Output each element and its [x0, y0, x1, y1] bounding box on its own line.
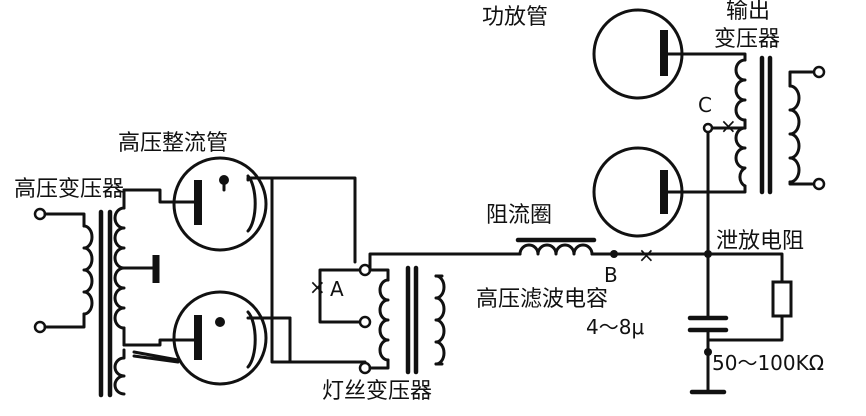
point-a-label: A	[330, 277, 344, 301]
output-transformer: ×	[702, 55, 826, 256]
power-tube-bottom	[592, 146, 747, 238]
svg-text:×: ×	[309, 275, 326, 299]
hv-transformer-primary	[33, 207, 94, 334]
filament-transformer-label: 灯丝变压器	[322, 379, 432, 404]
filament-wiring	[268, 176, 367, 370]
point-c-label: C	[698, 93, 712, 117]
cap-value-label: 4～8μ	[586, 315, 644, 339]
filament-transformer: ×	[309, 263, 446, 375]
power-tube-top	[592, 8, 747, 100]
svg-text:×: ×	[720, 114, 737, 138]
svg-text:×: ×	[638, 243, 655, 267]
bleeder-resistor-label: 泄放电阻	[716, 229, 804, 254]
output-transformer-label-2: 变压器	[714, 27, 780, 52]
resistor-value-label: 50～100KΩ	[712, 351, 824, 375]
bleeder-resistor	[706, 252, 793, 342]
hv-transformer-label: 高压变压器	[14, 177, 124, 202]
choke-label: 阻流圈	[486, 203, 552, 228]
output-transformer-label-1: 输出	[726, 0, 770, 24]
rectifier-tube-top	[122, 156, 274, 252]
hv-bus: ×	[368, 237, 712, 272]
rectifier-tube-bottom	[122, 290, 272, 386]
hv-filter-cap-label: 高压滤波电容	[476, 287, 608, 312]
hv-rectifier-label: 高压整流管	[118, 131, 228, 156]
hv-transformer-secondary	[113, 188, 180, 396]
point-b-label: B	[604, 263, 618, 287]
hv-transformer-core	[98, 209, 113, 398]
hv-filter-capacitor	[687, 252, 729, 395]
power-tube-label: 功放管	[482, 5, 548, 30]
